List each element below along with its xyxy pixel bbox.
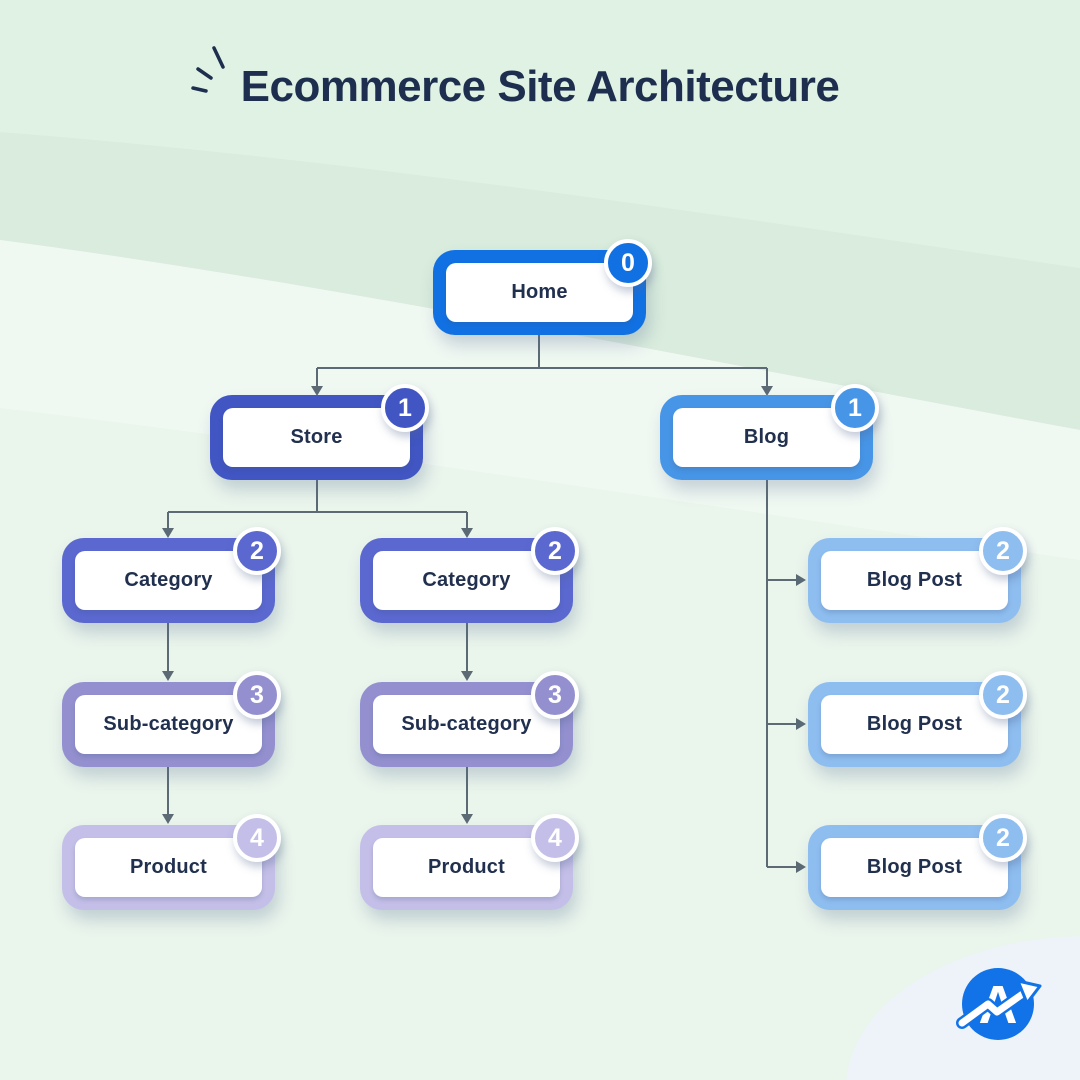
connector-home-children <box>316 335 768 387</box>
node-blogpost-3-badge: 2 <box>979 814 1027 862</box>
arrowhead-blogpost-1 <box>796 574 806 586</box>
arrowhead-subcategory-1 <box>162 671 174 681</box>
arrowhead-blogpost-2 <box>796 718 806 730</box>
node-blogpost-2-badge: 2 <box>979 671 1027 719</box>
node-subcategory-1: 3 Sub-category <box>62 671 281 767</box>
arrowhead-product-1 <box>162 814 174 824</box>
node-blog-label: Blog <box>743 426 790 448</box>
node-product-2-label: Product <box>428 856 505 878</box>
arrowhead-product-2 <box>461 814 473 824</box>
node-subcategory-1-badge: 3 <box>233 671 281 719</box>
node-home-label: Home <box>511 281 568 303</box>
node-product-1-badge: 4 <box>233 814 281 862</box>
node-category-2-badge: 2 <box>531 527 579 575</box>
connector-strokes <box>167 335 797 868</box>
connector-store-children <box>167 480 468 529</box>
node-subcategory-1-label: Sub-category <box>103 713 234 735</box>
node-category-2-label: Category <box>422 569 511 591</box>
wave-band-top <box>0 0 1080 268</box>
node-category-1-badge: 2 <box>233 527 281 575</box>
logo-arrow-shaft <box>958 989 1028 1027</box>
node-store-label: Store <box>290 426 343 448</box>
node-home-badge: 0 <box>604 239 652 287</box>
node-product-1-label: Product <box>130 856 207 878</box>
connector-category-subcategory <box>167 623 468 672</box>
node-blog: 1 Blog <box>660 384 879 480</box>
node-blogpost-1-badge: 2 <box>979 527 1027 575</box>
node-category-1: 2 Category <box>62 527 281 623</box>
logo-arrow-head <box>1016 979 1042 1005</box>
node-subcategory-2: 3 Sub-category <box>360 671 579 767</box>
node-category-1-label: Category <box>124 569 213 591</box>
arrowhead-subcategory-2 <box>461 671 473 681</box>
node-product-1: 4 Product <box>62 814 281 910</box>
sparkle-icon <box>191 46 225 93</box>
node-blogpost-2-label: Blog Post <box>866 713 963 735</box>
connector-subcategory-product <box>167 766 468 815</box>
arrowhead-category-1 <box>162 528 174 538</box>
node-store-badge: 1 <box>381 384 429 432</box>
arrowhead-blog <box>761 386 773 396</box>
node-blogpost-3: 2 Blog Post <box>808 814 1027 910</box>
node-subcategory-2-label: Sub-category <box>401 713 532 735</box>
node-blogpost-3-label: Blog Post <box>866 856 963 878</box>
arrowhead-category-2 <box>461 528 473 538</box>
node-blogpost-2: 2 Blog Post <box>808 671 1027 767</box>
node-blogpost-1-label: Blog Post <box>866 569 963 591</box>
wave-band-light <box>0 240 1080 560</box>
node-home: 0 Home <box>433 239 652 335</box>
arrowhead-blogpost-3 <box>796 861 806 873</box>
page-title: Ecommerce Site Architecture <box>240 62 840 111</box>
connector-arrowheads <box>162 386 806 873</box>
arrowhead-store <box>311 386 323 396</box>
node-category-2: 2 Category <box>360 527 579 623</box>
connector-blog-posts <box>766 480 797 868</box>
node-product-2: 4 Product <box>360 814 579 910</box>
node-subcategory-2-badge: 3 <box>531 671 579 719</box>
node-store: 1 Store <box>210 384 429 480</box>
node-blogpost-1: 2 Blog Post <box>808 527 1027 623</box>
node-blog-badge: 1 <box>831 384 879 432</box>
node-product-2-badge: 4 <box>531 814 579 862</box>
